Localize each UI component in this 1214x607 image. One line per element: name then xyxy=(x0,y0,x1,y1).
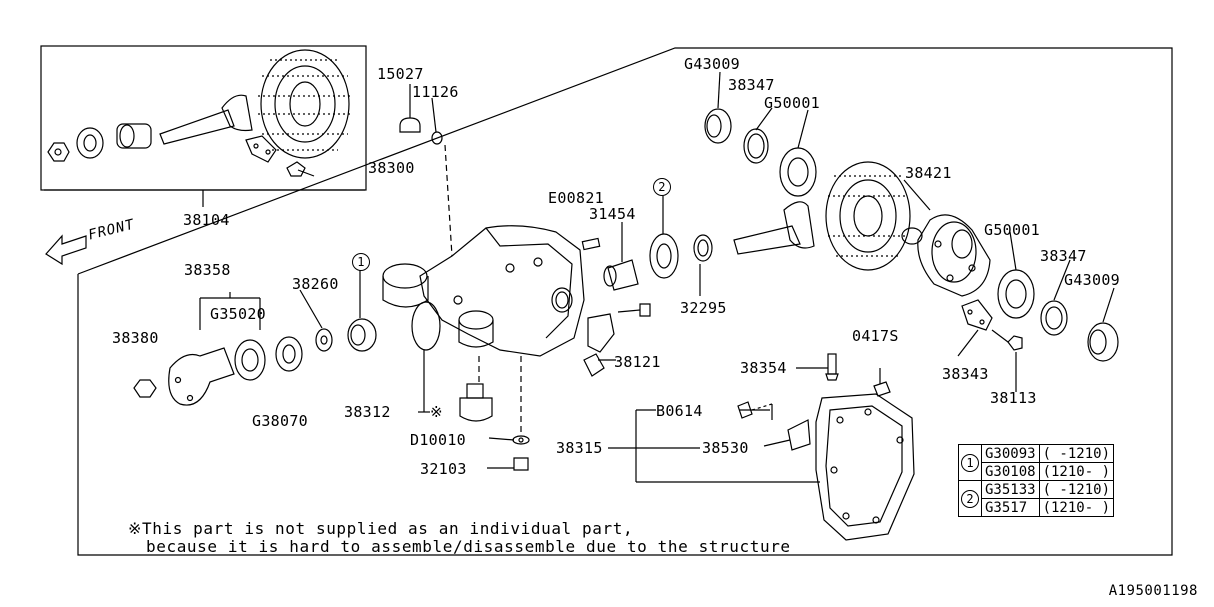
ref-range: (1210- ) xyxy=(1038,462,1115,481)
label-32295: 32295 xyxy=(680,299,727,317)
label-G43009-lower: G43009 xyxy=(1064,271,1120,289)
ref-group-1: 1 xyxy=(958,444,982,481)
ref-range: ( -1210) xyxy=(1038,444,1115,463)
label-asterisk: ※ xyxy=(430,403,443,421)
ring-gear xyxy=(825,161,911,271)
label-38312: 38312 xyxy=(344,403,391,421)
label-38421: 38421 xyxy=(905,164,952,182)
upper-bearings xyxy=(704,108,817,197)
diagram-id: A195001198 xyxy=(1108,583,1198,599)
washer-11126 xyxy=(431,131,443,145)
ref-part: G35133 xyxy=(981,480,1040,499)
ref-part: G30108 xyxy=(981,462,1040,481)
differential-case xyxy=(901,214,991,297)
label-circle-2: 2 xyxy=(653,178,671,196)
label-G50001-lower: G50001 xyxy=(984,221,1040,239)
mount-parts xyxy=(423,350,530,471)
label-G43009-upper: G43009 xyxy=(684,55,740,73)
label-38121: 38121 xyxy=(614,353,661,371)
label-38104: 38104 xyxy=(183,211,230,229)
pinion-bearings xyxy=(581,233,713,377)
label-B0614: B0614 xyxy=(656,402,703,420)
ref-range: (1210- ) xyxy=(1038,498,1115,517)
ref-part: G3517 xyxy=(981,498,1040,517)
label-38113: 38113 xyxy=(990,389,1037,407)
ref-range: ( -1210) xyxy=(1038,480,1115,499)
main-assembly-frame xyxy=(77,47,1173,556)
reference-table: 1 G30093 ( -1210) G30108 (1210- ) 2 G351… xyxy=(958,444,1115,517)
ref-part: G30093 xyxy=(981,444,1040,463)
label-11126: 11126 xyxy=(412,83,459,101)
label-38343: 38343 xyxy=(942,365,989,383)
vent-cap-15027 xyxy=(399,117,421,133)
label-38347-upper: 38347 xyxy=(728,76,775,94)
footnote-line-1: ※This part is not supplied as an individ… xyxy=(128,519,634,538)
companion-flange-parts xyxy=(133,292,377,406)
label-38380: 38380 xyxy=(112,329,159,347)
label-31454: 31454 xyxy=(589,205,636,223)
footnote-line-2: because it is hard to assemble/disassemb… xyxy=(146,537,791,556)
label-G35020: G35020 xyxy=(210,305,266,323)
label-32103: 32103 xyxy=(420,460,467,478)
label-G38070: G38070 xyxy=(252,412,308,430)
rear-cover xyxy=(737,353,915,541)
label-15027: 15027 xyxy=(377,65,424,83)
leader-38300 xyxy=(444,144,453,257)
drive-pinion-shaft xyxy=(733,201,815,255)
label-0417S: 0417S xyxy=(852,327,899,345)
label-38358: 38358 xyxy=(184,261,231,279)
ref-group-2: 2 xyxy=(958,480,982,517)
label-38315: 38315 xyxy=(556,439,603,457)
leader-lines xyxy=(299,71,1115,483)
label-E00821: E00821 xyxy=(548,189,604,207)
label-38347-lower: 38347 xyxy=(1040,247,1087,265)
gear-set-parts xyxy=(44,49,365,191)
label-circle-1: 1 xyxy=(352,253,370,271)
label-38530: 38530 xyxy=(702,439,749,457)
label-G50001-upper: G50001 xyxy=(764,94,820,112)
front-arrow-icon xyxy=(45,234,87,266)
label-38260: 38260 xyxy=(292,275,339,293)
label-38300: 38300 xyxy=(368,159,415,177)
differential-carrier xyxy=(382,225,585,357)
label-D10010: D10010 xyxy=(410,431,466,449)
label-38354: 38354 xyxy=(740,359,787,377)
